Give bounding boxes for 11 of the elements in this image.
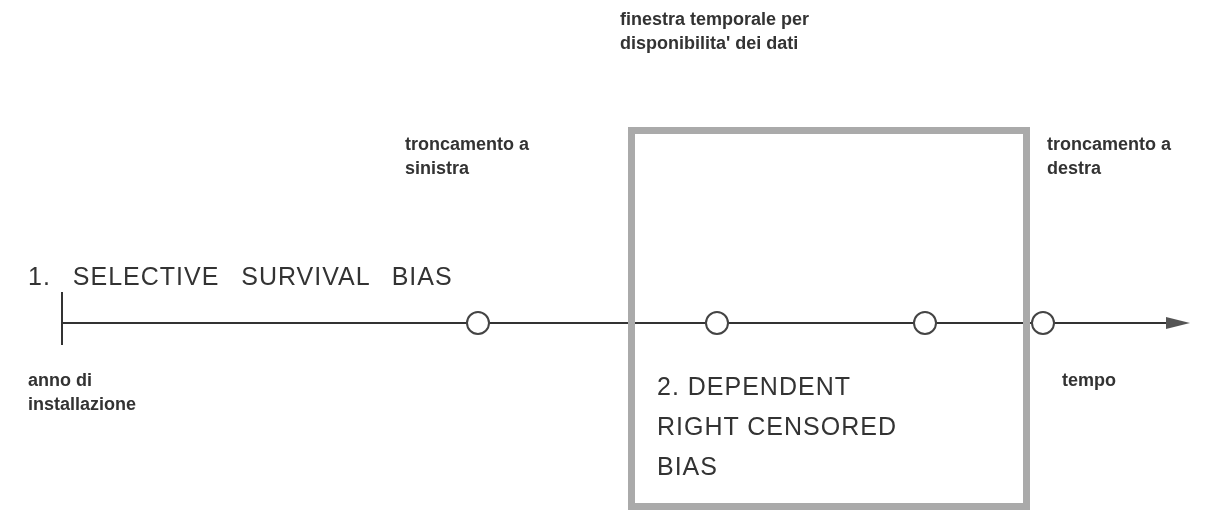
axis-start-label: anno di installazione: [28, 369, 138, 416]
annotation-text: troncamento a destra: [1047, 133, 1173, 180]
axis-label: tempo: [1062, 369, 1117, 392]
circle-marker: [913, 311, 937, 335]
annotation-text: troncamento a sinistra: [405, 133, 531, 180]
bias-title: 1. SELECTIVE SURVIVAL BIAS: [28, 262, 454, 291]
circle-marker: [466, 311, 490, 335]
circle-marker: [705, 311, 729, 335]
bias-title: 2. DEPENDENT RIGHT CENSORED BIAS: [657, 371, 898, 482]
circle-marker: [1031, 311, 1055, 335]
window-heading: finestra temporale per disponibilita' dei dati: [620, 8, 811, 55]
